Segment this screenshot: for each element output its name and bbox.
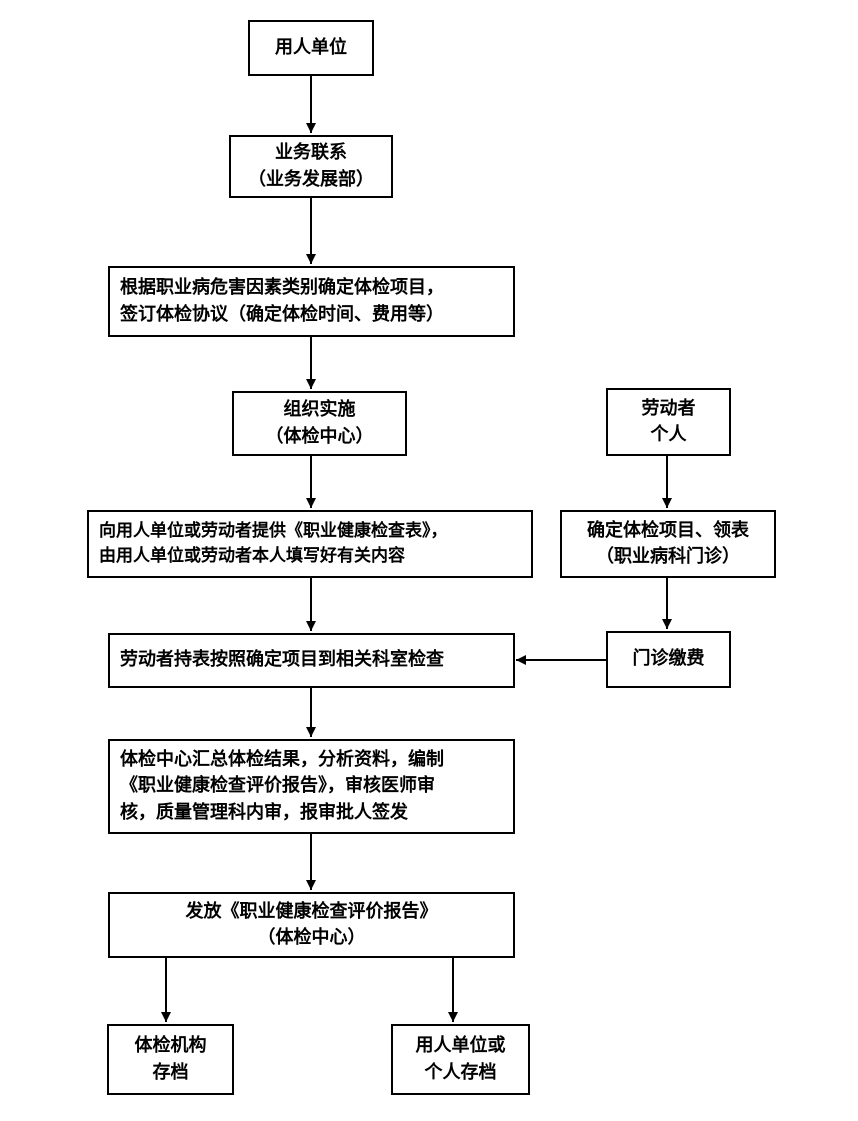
node-employer: 用人单位 xyxy=(248,20,374,76)
node-exam: 劳动者持表按照确定项目到相关科室检查 xyxy=(108,633,515,688)
node-text-line: 体检中心汇总体检结果，分析资料，编制 xyxy=(120,749,444,771)
node-text-line: 劳动者 xyxy=(641,397,696,419)
node-text-line: 签订体检协议（确定体检时间、费用等） xyxy=(120,303,444,325)
node-text-line: 个人存档 xyxy=(424,1061,497,1083)
node-issue-report: 发放《职业健康检查评价报告》 （体检中心） xyxy=(108,892,515,958)
node-text-line: 存档 xyxy=(152,1061,189,1083)
node-text-line: 由用人单位或劳动者本人填写好有关内容 xyxy=(99,546,405,566)
node-text-line: 组织实施 xyxy=(283,399,356,421)
node-text-line: 根据职业病危害因素类别确定体检项目， xyxy=(120,277,444,299)
node-text-line: （职业病科门诊） xyxy=(596,546,740,567)
node-text-line: 劳动者持表按照确定项目到相关科室检查 xyxy=(120,649,444,671)
node-archive-personal: 用人单位或 个人存档 xyxy=(391,1024,530,1095)
node-determine-items: 根据职业病危害因素类别确定体检项目， 签订体检协议（确定体检时间、费用等） xyxy=(108,266,515,337)
node-provide-form: 向用人单位或劳动者提供《职业健康检查表》， 由用人单位或劳动者本人填写好有关内容 xyxy=(87,510,533,578)
node-text-line: （业务发展部） xyxy=(248,168,374,190)
node-text-line: 用人单位 xyxy=(275,36,347,58)
node-text-line: 用人单位或 xyxy=(415,1035,506,1057)
node-organize: 组织实施 （体检中心） xyxy=(232,391,407,456)
node-business-liaison: 业务联系 （业务发展部） xyxy=(229,135,393,198)
node-text-line: （体检中心） xyxy=(265,425,374,447)
node-archive-institution: 体检机构 存档 xyxy=(107,1024,234,1095)
node-text-line: 业务联系 xyxy=(275,142,347,164)
node-text-line: 体检机构 xyxy=(134,1035,207,1057)
node-text-line: 《职业健康检查评价报告》，审核医师审 xyxy=(120,775,435,797)
node-text-line: 个人 xyxy=(650,424,687,445)
node-worker: 劳动者 个人 xyxy=(606,388,731,456)
node-confirm-items: 确定体检项目、领表 （职业病科门诊） xyxy=(560,510,776,578)
node-text-line: 门诊缴费 xyxy=(632,648,705,670)
node-text-line: （体检中心） xyxy=(257,927,366,948)
node-summary: 体检中心汇总体检结果，分析资料，编制 《职业健康检查评价报告》，审核医师审 核，… xyxy=(108,739,515,834)
node-clinic-fee: 门诊缴费 xyxy=(606,631,731,688)
node-text-line: 向用人单位或劳动者提供《职业健康检查表》， xyxy=(99,521,448,542)
node-text-line: 核，质量管理科内审，报审批人签发 xyxy=(120,801,408,823)
node-text-line: 确定体检项目、领表 xyxy=(587,519,749,541)
node-text-line: 发放《职业健康检查评价报告》 xyxy=(185,900,438,922)
